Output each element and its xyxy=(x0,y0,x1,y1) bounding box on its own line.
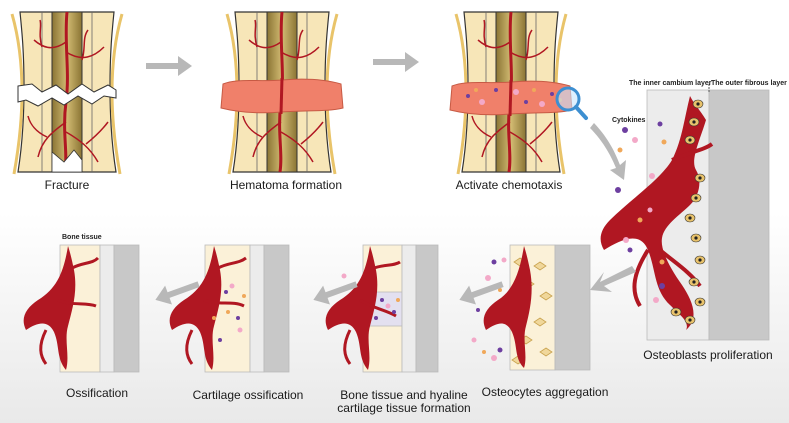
label-osteoblasts: Osteoblasts proliferation xyxy=(643,348,773,362)
arrow-3 xyxy=(590,123,626,180)
magnifier-icon xyxy=(555,86,588,120)
hyaline-panel xyxy=(325,244,439,373)
arrow-1 xyxy=(146,56,192,76)
osteocytes-panel xyxy=(471,244,591,371)
label-chemotaxis: Activate chemotaxis xyxy=(455,178,563,192)
hematoma-bone xyxy=(220,10,344,176)
cartilage-panel xyxy=(169,244,290,373)
label-hematoma: Hematoma formation xyxy=(229,178,343,192)
label-bone-hyaline-1: Bone tissue and hyaline xyxy=(340,388,468,402)
label-inner-cambium: The inner cambium layer xyxy=(629,80,712,87)
label-fracture: Fracture xyxy=(44,178,90,192)
label-cytokines: Cytokines xyxy=(612,117,646,124)
label-bone-hyaline-2: cartilage tissue formation xyxy=(337,401,471,415)
osteoblasts-panel xyxy=(600,84,770,341)
label-ossification: Ossification xyxy=(65,386,129,400)
arrow-2 xyxy=(373,52,419,72)
chemotaxis-bone xyxy=(449,10,573,176)
label-bone-tissue: Bone tissue xyxy=(62,234,102,241)
label-outer-fibrous: The outer fibrous layer xyxy=(711,80,787,87)
fracture-bone xyxy=(10,10,124,176)
label-cartilage-ossification: Cartilage ossification xyxy=(192,388,304,402)
ossification-panel xyxy=(23,244,140,373)
arrow-4 xyxy=(590,266,636,292)
label-osteocytes: Osteocytes aggregation xyxy=(481,385,609,399)
